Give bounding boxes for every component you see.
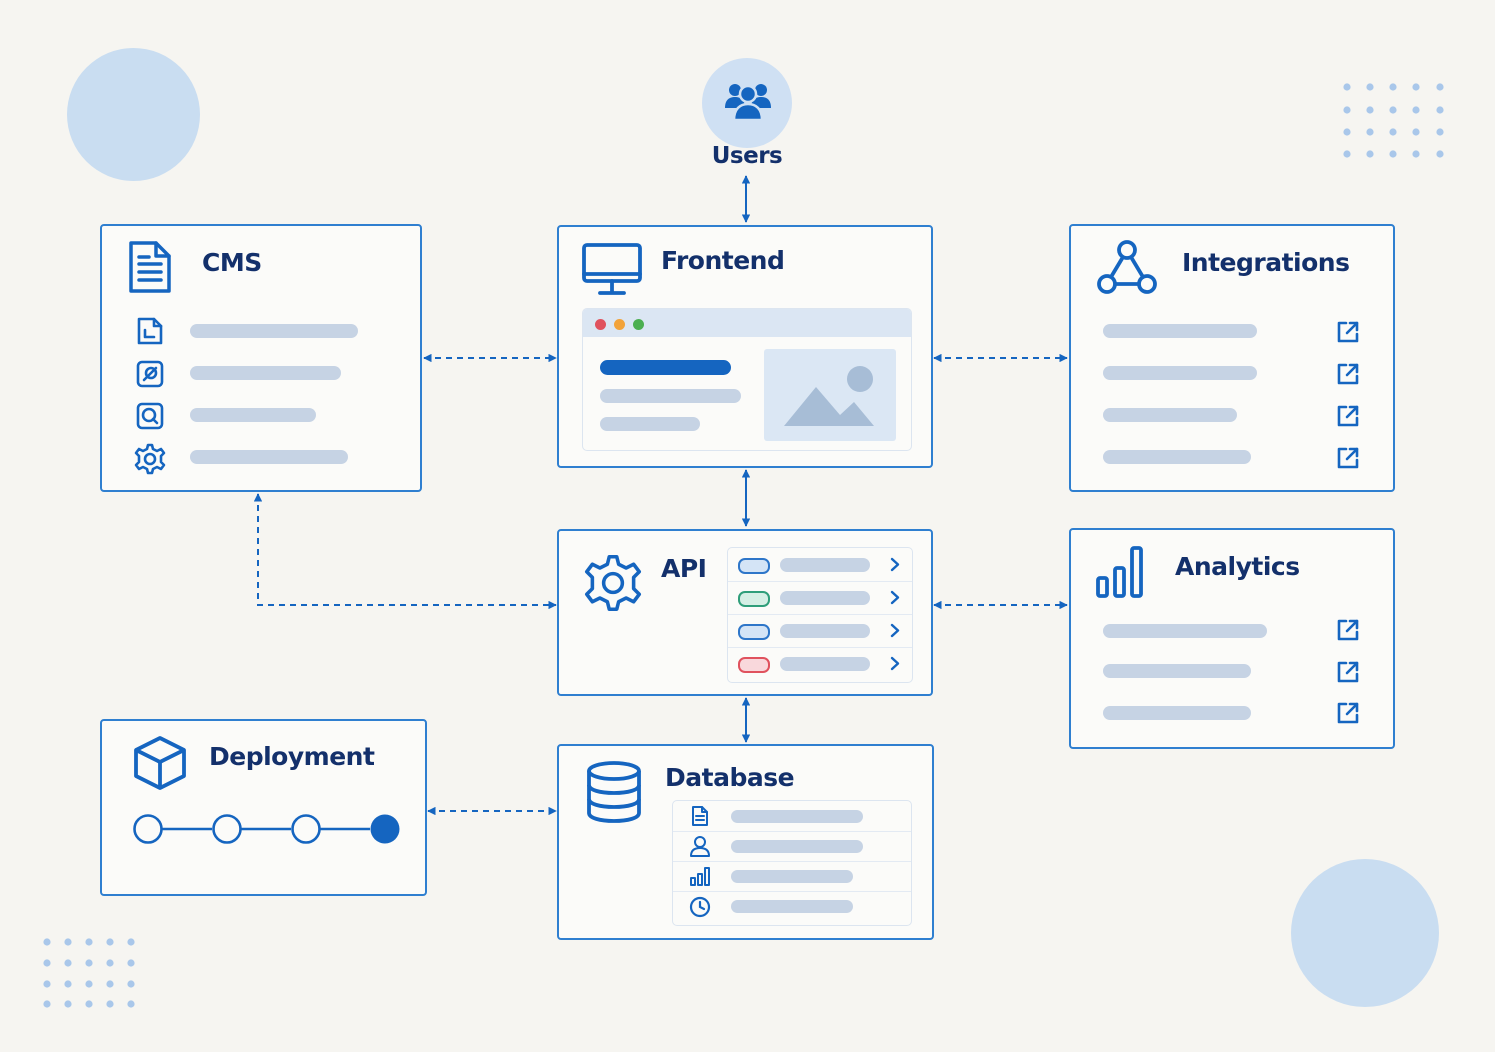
- bar-chart-icon: [690, 867, 710, 886]
- external-link-icon[interactable]: [1336, 701, 1360, 725]
- node-deployment: Deployment: [100, 719, 427, 896]
- pipeline-step-3: [291, 814, 321, 844]
- table-row-bar: [731, 840, 863, 853]
- page-text-bar-2: [600, 417, 700, 431]
- deployment-title: Deployment: [209, 742, 375, 771]
- pipeline-step-4: [370, 814, 400, 844]
- bar-chart-icon: [1096, 546, 1143, 598]
- cms-item-3: [190, 408, 316, 422]
- link-icon: [136, 360, 164, 388]
- chevron-right-icon: [890, 590, 900, 605]
- table-list: [672, 800, 912, 926]
- endpoint-path-bar: [780, 558, 870, 572]
- search-icon: [136, 402, 164, 430]
- cms-item-4: [190, 450, 348, 464]
- analytics-title: Analytics: [1175, 552, 1300, 581]
- external-link-icon[interactable]: [1336, 362, 1360, 386]
- external-link-icon[interactable]: [1336, 320, 1360, 344]
- analytics-item-2: [1103, 664, 1251, 678]
- integrations-item-2: [1103, 366, 1257, 380]
- network-icon: [1097, 240, 1157, 294]
- endpoint-method-pill: [738, 624, 770, 640]
- table-row: [673, 861, 911, 892]
- analytics-item-1: [1103, 624, 1267, 638]
- gear-icon: [134, 443, 166, 475]
- document-icon: [129, 241, 171, 293]
- deployment-pipeline: [133, 814, 400, 844]
- decor-dot-grid-bottom-left: [43, 938, 135, 1008]
- chevron-right-icon: [890, 656, 900, 671]
- table-row: [673, 831, 911, 862]
- image-placeholder: [764, 349, 896, 441]
- node-analytics: Analytics: [1069, 528, 1395, 749]
- endpoint-path-bar: [780, 657, 870, 671]
- endpoint-method-pill: [738, 558, 770, 574]
- table-row-bar: [731, 870, 853, 883]
- table-row: [673, 801, 911, 832]
- cms-title: CMS: [202, 248, 262, 277]
- browser-close-dot: [595, 319, 606, 330]
- node-database: Database: [557, 744, 934, 940]
- decor-circle-bottom-right: [1291, 859, 1439, 1007]
- integrations-item-1: [1103, 324, 1257, 338]
- database-icon: [587, 761, 641, 823]
- endpoint-method-pill: [738, 657, 770, 673]
- chevron-right-icon: [890, 623, 900, 638]
- file-chart-icon: [137, 317, 163, 345]
- integrations-item-4: [1103, 450, 1251, 464]
- node-integrations: Integrations: [1069, 224, 1395, 492]
- image-icon: [784, 366, 874, 426]
- users-label: Users: [711, 143, 783, 169]
- external-link-icon[interactable]: [1336, 446, 1360, 470]
- users-icon: [725, 84, 771, 122]
- integrations-title: Integrations: [1182, 248, 1350, 277]
- node-api: API: [557, 529, 933, 696]
- gear-icon: [584, 554, 642, 612]
- endpoint-row[interactable]: [728, 581, 912, 615]
- endpoint-path-bar: [780, 591, 870, 605]
- external-link-icon[interactable]: [1336, 618, 1360, 642]
- endpoint-row[interactable]: [728, 614, 912, 648]
- node-cms: CMS: [100, 224, 422, 492]
- table-row-bar: [731, 810, 863, 823]
- endpoint-method-pill: [738, 591, 770, 607]
- page-heading-bar: [600, 360, 731, 375]
- document-icon: [692, 806, 708, 826]
- external-link-icon[interactable]: [1336, 660, 1360, 684]
- pipeline-step-1: [133, 814, 163, 844]
- frontend-title: Frontend: [661, 246, 785, 275]
- cms-item-2: [190, 366, 341, 380]
- database-title: Database: [665, 763, 795, 792]
- endpoint-path-bar: [780, 624, 870, 638]
- integrations-item-3: [1103, 408, 1237, 422]
- chevron-right-icon: [890, 557, 900, 572]
- node-users: [702, 58, 792, 148]
- endpoint-row[interactable]: [728, 647, 912, 681]
- pipeline-step-2: [212, 814, 242, 844]
- analytics-item-3: [1103, 706, 1251, 720]
- cms-item-1: [190, 324, 358, 338]
- endpoint-row[interactable]: [728, 548, 912, 582]
- node-frontend: Frontend: [557, 225, 933, 468]
- table-row-bar: [731, 900, 853, 913]
- decor-circle-top-left: [67, 48, 200, 181]
- monitor-icon: [582, 243, 642, 295]
- decor-dot-grid-top-right: [1343, 83, 1444, 158]
- external-link-icon[interactable]: [1336, 404, 1360, 428]
- edge-cms-api: [253, 493, 557, 610]
- endpoint-list: [727, 547, 913, 683]
- browser-minimize-dot: [614, 319, 625, 330]
- cube-icon: [134, 736, 186, 790]
- clock-icon: [689, 896, 711, 918]
- user-icon: [690, 836, 710, 857]
- browser-maximize-dot: [633, 319, 644, 330]
- page-text-bar-1: [600, 389, 741, 403]
- browser-window: [582, 308, 912, 451]
- table-row: [673, 891, 911, 925]
- api-title: API: [661, 554, 707, 583]
